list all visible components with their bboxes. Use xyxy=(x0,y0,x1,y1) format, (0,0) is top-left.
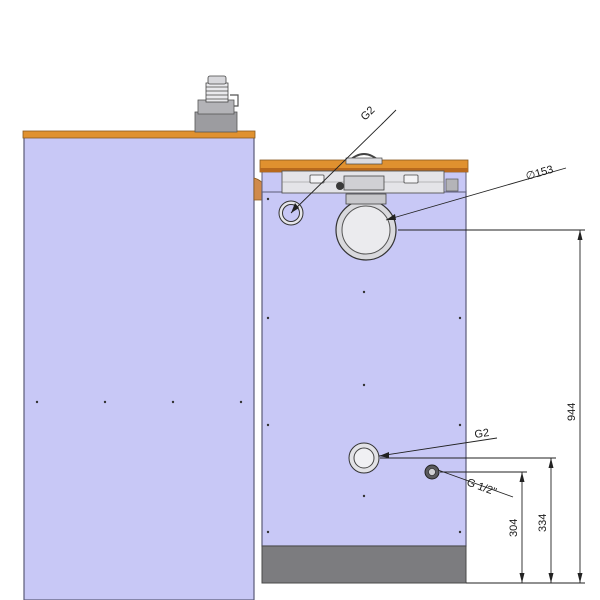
label-dim-304: 304 xyxy=(508,519,520,537)
left-tank-body xyxy=(23,136,255,600)
g2-mid-port-inner xyxy=(353,447,375,469)
arrowhead xyxy=(548,458,554,468)
rivet xyxy=(362,290,366,294)
label-g2-top: G2 xyxy=(359,104,378,123)
rivet xyxy=(458,316,462,320)
arrowhead xyxy=(291,203,299,213)
g2-top-leader-shelf xyxy=(383,109,397,123)
burner-neck xyxy=(194,111,238,133)
control-clip-left xyxy=(309,174,325,184)
burner-motor-cap xyxy=(207,75,227,85)
d153-leader xyxy=(385,167,567,221)
control-clip-right xyxy=(403,174,419,184)
rivet xyxy=(266,316,270,320)
right-boiler-unit xyxy=(259,153,469,584)
right-boiler-top-cover-shade xyxy=(260,168,468,172)
rivet xyxy=(458,530,462,534)
rivet xyxy=(239,400,243,404)
label-dim-334: 334 xyxy=(537,514,549,532)
annotations xyxy=(290,109,585,584)
label-g-half: G 1/2" xyxy=(465,477,498,499)
left-tank-rivets xyxy=(35,400,243,404)
arrowhead xyxy=(519,573,525,583)
g-half-port-inner xyxy=(428,468,436,476)
g-half-leader xyxy=(437,469,514,498)
dimension-arrowheads xyxy=(291,203,583,583)
arrowhead xyxy=(577,230,583,240)
flue-outlet-inner xyxy=(341,205,391,255)
burner-small-pipe xyxy=(230,94,239,107)
rivet xyxy=(103,400,107,404)
arrowhead xyxy=(386,214,396,220)
g2-mid-leader xyxy=(378,437,498,457)
burner-motor-fins xyxy=(206,86,228,100)
rivet xyxy=(362,383,366,387)
rivet xyxy=(458,423,462,427)
top-handle-base xyxy=(345,157,383,165)
label-d153: ∅153 xyxy=(525,164,555,183)
control-center-block xyxy=(343,175,385,191)
rivet xyxy=(266,530,270,534)
arrowhead xyxy=(577,573,583,583)
control-terminal xyxy=(445,178,459,192)
rivet xyxy=(171,400,175,404)
rivet xyxy=(266,423,270,427)
left-tank-unit xyxy=(22,130,256,600)
rivet xyxy=(362,494,366,498)
left-tank-top-cover xyxy=(22,130,256,139)
arrowhead xyxy=(379,452,389,458)
flue-outlet-flange xyxy=(345,193,387,205)
label-g2-mid: G2 xyxy=(474,427,490,441)
arrowhead xyxy=(519,472,525,482)
rivet xyxy=(266,197,270,201)
top-burner-assembly xyxy=(194,75,239,133)
right-boiler-base xyxy=(261,545,467,584)
control-knob xyxy=(336,182,344,190)
rivet xyxy=(35,400,39,404)
right-boiler-rivets xyxy=(266,197,462,534)
g2-top-leader xyxy=(290,121,385,214)
arrowhead xyxy=(548,573,554,583)
label-dim-944: 944 xyxy=(566,403,578,421)
